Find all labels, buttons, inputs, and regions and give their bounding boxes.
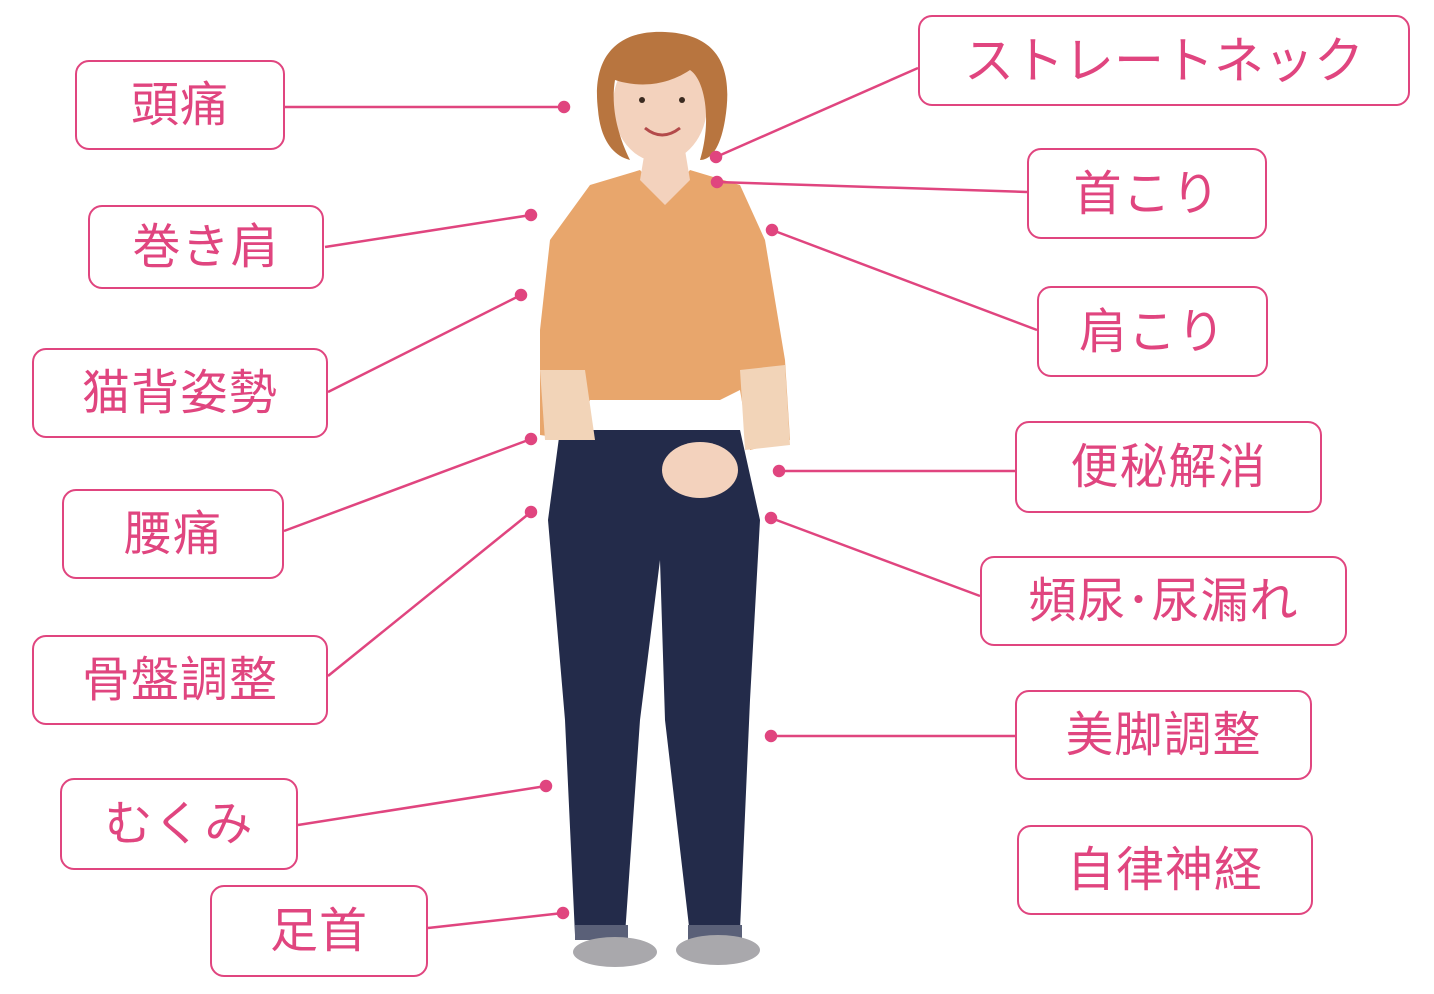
label-text: 首こり	[1073, 165, 1221, 222]
label-text: 自律神経	[1066, 842, 1263, 898]
label-text: 猫背姿勢	[81, 365, 278, 421]
label-headache: 頭痛	[75, 60, 285, 150]
label-constipation-relief: 便秘解消	[1015, 421, 1322, 513]
connector-lines	[283, 66, 1038, 930]
label-leg-beauty-adjustment: 美脚調整	[1015, 690, 1312, 780]
label-swelling: むくみ	[60, 778, 298, 870]
person-illustration	[540, 31, 790, 967]
label-straight-neck: ストレートネック	[918, 15, 1410, 106]
label-text: ストレートネック	[964, 31, 1364, 90]
label-text: 腰痛	[123, 506, 222, 562]
label-text: むくみ	[104, 796, 254, 852]
label-text: 巻き肩	[132, 219, 280, 275]
label-text: 頻尿･尿漏れ	[1028, 573, 1299, 629]
label-text: 骨盤調整	[81, 652, 278, 708]
label-hunchback-posture: 猫背姿勢	[32, 348, 328, 438]
label-frequent-urination-incontinence: 頻尿･尿漏れ	[980, 556, 1347, 646]
label-lower-back-pain: 腰痛	[62, 489, 284, 579]
label-text: 美脚調整	[1065, 707, 1262, 763]
label-text: 足首	[269, 903, 368, 959]
label-rounded-shoulders: 巻き肩	[88, 205, 324, 289]
label-text: 便秘解消	[1070, 439, 1267, 495]
label-neck-stiffness: 首こり	[1027, 148, 1267, 239]
label-text: 肩こり	[1078, 303, 1226, 360]
label-shoulder-stiffness: 肩こり	[1037, 286, 1268, 377]
label-ankle: 足首	[210, 885, 428, 977]
label-pelvis-adjustment: 骨盤調整	[32, 635, 328, 725]
label-autonomic-nerves: 自律神経	[1017, 825, 1313, 915]
label-text: 頭痛	[130, 77, 229, 133]
